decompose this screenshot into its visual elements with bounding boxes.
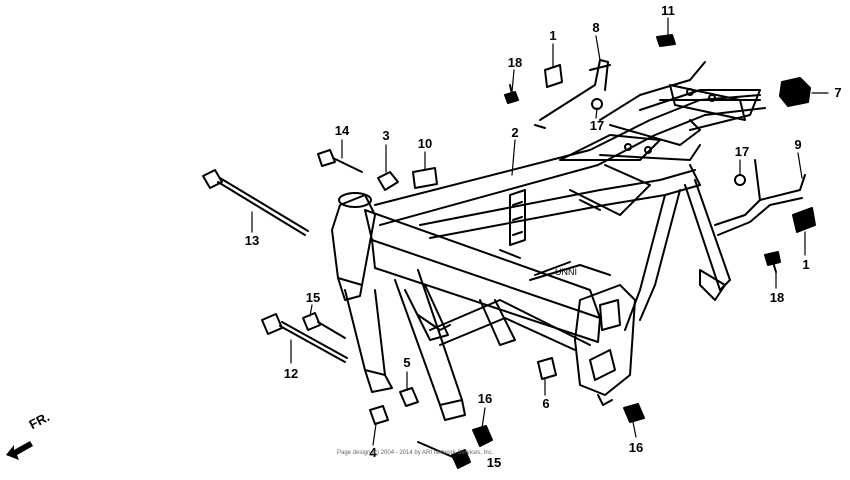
callout-3: 3 [382, 128, 390, 143]
callout-16-center: 16 [477, 391, 493, 406]
callout-14: 14 [334, 123, 350, 138]
part-18-bolt-upper [504, 84, 519, 104]
part-13-long-bolt [202, 169, 309, 236]
callout-5: 5 [403, 355, 411, 370]
callout-4: 4 [369, 445, 377, 460]
leader-lines [251, 17, 829, 446]
part-14-bolt [317, 149, 363, 173]
callout-18-right: 18 [769, 290, 785, 305]
part-16-nut-center [472, 425, 493, 447]
head-pipe [331, 192, 376, 301]
callout-16-right: 16 [628, 440, 644, 455]
rear-stays [624, 164, 731, 331]
part-16-nut-right [623, 403, 645, 423]
callout-2: 2 [511, 125, 519, 140]
part-10-label [412, 167, 438, 189]
callout-9: 9 [794, 137, 802, 152]
rear-subframe [559, 61, 746, 216]
callout-17-right: 17 [734, 144, 750, 159]
callout-6: 6 [542, 396, 550, 411]
part-9-stay [714, 159, 806, 236]
part-18-bolt-right [764, 251, 781, 273]
part-7-rubber [779, 77, 811, 107]
part-3-collar [377, 171, 399, 191]
callout-17-top: 17 [589, 118, 605, 133]
part-17-nut-right [734, 174, 746, 186]
part-11-pad [656, 34, 676, 47]
callout-1-right: 1 [802, 257, 810, 272]
callout-15-lower: 15 [486, 455, 502, 470]
callout-10: 10 [417, 136, 433, 151]
part-15-bolt-left [302, 312, 346, 339]
callout-12: 12 [283, 366, 299, 381]
callout-1-top: 1 [549, 28, 557, 43]
callout-7: 7 [834, 85, 842, 100]
pivot-plate [574, 284, 636, 406]
callout-13: 13 [244, 233, 260, 248]
part-15-bolt-lower [417, 441, 471, 469]
part-1-bracket-right [792, 207, 816, 233]
part-12-bolt [261, 313, 348, 363]
callout-15-left: 15 [305, 290, 321, 305]
svg-text:UNNI: UNNI [555, 267, 577, 277]
callout-8: 8 [592, 20, 600, 35]
front-direction-arrow [6, 441, 33, 460]
copyright-notice: Page design (c) 2004 - 2014 by ARI Netwo… [337, 450, 494, 456]
gusset-plate [509, 189, 526, 246]
part-1-bracket-upper [544, 64, 563, 88]
down-tubes [344, 269, 466, 421]
callout-18-top: 18 [507, 55, 523, 70]
part-5-collar [369, 387, 419, 425]
callout-11: 11 [661, 3, 675, 18]
part-6-collar [537, 357, 557, 380]
